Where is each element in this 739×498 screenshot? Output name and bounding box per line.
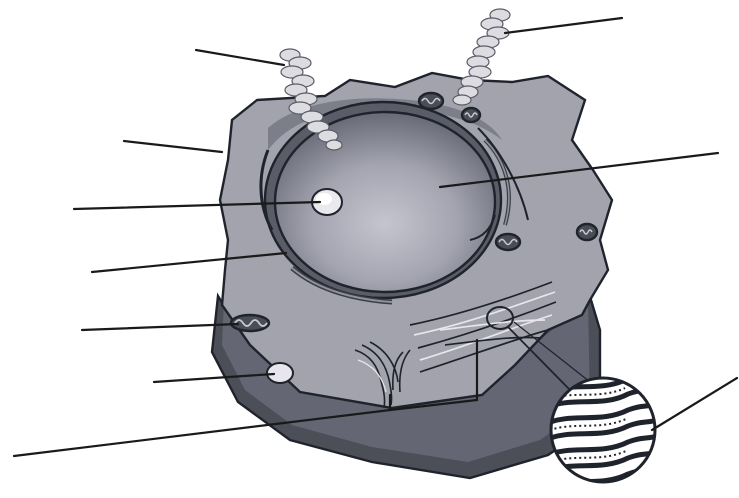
mitochondrion-icon-3	[462, 108, 480, 122]
leader-line-chromatin-left	[196, 50, 284, 65]
leader-line-magnified	[652, 378, 737, 430]
mitochondrion-icon-2	[419, 93, 443, 109]
mitochondrion-icon-4	[496, 234, 520, 250]
vacuole	[267, 363, 293, 383]
mitochondrion-icon-5	[577, 224, 597, 240]
leader-line-chromatin-right	[505, 18, 622, 33]
nucleus-group	[265, 102, 501, 298]
leader-line-cell-membrane	[124, 141, 222, 152]
nucleolus-core	[316, 193, 332, 205]
